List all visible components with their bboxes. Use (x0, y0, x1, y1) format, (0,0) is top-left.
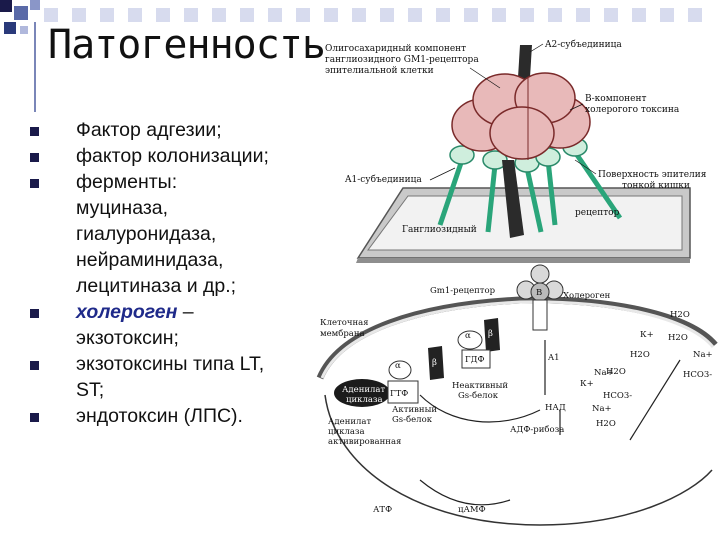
list-item: Фактор адгезии; (30, 118, 330, 143)
list-item: ферменты: (30, 170, 330, 195)
g-protein-shapes (388, 318, 500, 380)
list-item-continued: лецитиназа и др.; (76, 275, 237, 297)
bullet-square-icon (30, 127, 39, 136)
a1-subunit-label: A1-субъединица (344, 174, 422, 185)
cell-membrane (316, 296, 718, 526)
vertical-rule (34, 22, 36, 112)
adenylate2-label-3: активированная (328, 437, 401, 447)
receptor-label: рецептор (575, 208, 620, 218)
list-item-continued: гиалуронидаза, (76, 223, 217, 245)
b-component-shape (451, 72, 591, 160)
h2o-label-3: H2O (630, 350, 650, 360)
beta-label-2: β (488, 329, 493, 339)
receptor-stalks (437, 150, 623, 233)
hco3-label-1: HCO3- (683, 370, 712, 380)
na-label-3: Na+ (693, 350, 713, 360)
adenylate2-label: Аденилат (328, 417, 371, 427)
bullet-list: Фактор адгезии; фактор колонизации; ферм… (30, 118, 330, 430)
ganglioside-label: Ганглиозидный (402, 225, 477, 235)
adenylate-label-2: циклаза (346, 395, 383, 405)
oligosaccharide-label: Олигосахаридный компонент (325, 44, 466, 54)
h2o-label-2: H2O (668, 333, 688, 343)
h2o-label-1: H2O (670, 310, 690, 320)
inactive-gs-label-2: Gs-белок (458, 390, 499, 401)
list-item-continued: муциназа, (76, 197, 169, 219)
choleragen-complex (516, 264, 564, 331)
gtf-label: ГТФ (390, 389, 408, 399)
gm1-receptor-label: Gm1-рецептор (430, 286, 496, 296)
adenylate-label: Аденилат (342, 385, 385, 395)
k-label-2: К+ (580, 379, 594, 389)
a1-subunit-shape (502, 160, 524, 238)
active-gs-label: Активный (392, 405, 437, 415)
oligosaccharide-label-2: ганглиозидного GM1-рецептора (325, 55, 479, 65)
a2-subunit-label: A2-субъединица (544, 39, 622, 50)
surface-label-2: тонкой кишки (622, 181, 690, 191)
a1-label: A1 (547, 353, 560, 363)
na-label-2: Na+ (592, 404, 612, 414)
adf-ribose-label: АДФ-рибоза (510, 424, 564, 435)
epithelium-surface (356, 187, 691, 263)
hco3-label-2: HCO3- (603, 391, 632, 401)
bullet-square-icon (30, 153, 39, 162)
receptor-heads (449, 137, 588, 173)
list-item: эндотоксин (ЛПС). (30, 404, 330, 429)
list-item: фактор колонизации; (30, 144, 330, 169)
checkered-top-bar (44, 8, 704, 22)
gdf-label: ГДФ (465, 355, 485, 365)
surface-label: Поверхность эпителия (598, 170, 707, 180)
bullet-square-icon (30, 361, 39, 370)
page-title: Патогенность (48, 22, 326, 68)
b-label: B (536, 288, 542, 298)
active-gs-label-2: Gs-белок (392, 414, 433, 425)
alpha-label-2: α (465, 331, 471, 341)
choleragen-highlight: холероген (76, 301, 178, 323)
k-label-1: К+ (640, 330, 654, 340)
beta-label-1: β (432, 358, 437, 368)
list-item-continued: нейраминидаза, (76, 249, 224, 271)
adenylate-cyclase-blob (334, 379, 390, 407)
bullet-square-icon (30, 309, 39, 318)
list-item-continued: ST; (76, 379, 105, 401)
a2-subunit-shape (516, 45, 532, 110)
atf-label: АТФ (373, 505, 392, 515)
bullet-square-icon (30, 179, 39, 188)
b-component-label-2: холерогого токсина (585, 105, 680, 115)
na-label-1: Na+ (594, 368, 614, 378)
h2o-label-5: H2O (596, 419, 616, 429)
alpha-label-1: α (395, 361, 401, 371)
camf-label: цАМФ (458, 505, 486, 515)
h2o-label-4: H2O (606, 367, 626, 377)
corner-decoration (0, 0, 60, 60)
oligosaccharide-label-3: эпителиальной клетки (325, 66, 434, 76)
adenylate2-label-2: циклаза (328, 427, 365, 437)
b-component-label: В-компонент (585, 94, 646, 104)
choleragen-label: Холероген (563, 291, 611, 301)
nad-label: НАД (545, 403, 566, 413)
list-item: экзотоксины типа LT, (30, 352, 330, 377)
inactive-gs-label: Неактивный (452, 381, 508, 391)
bullet-square-icon (30, 413, 39, 422)
list-item-continued: экзотоксин; (76, 327, 179, 349)
list-item: холероген – (30, 300, 330, 325)
